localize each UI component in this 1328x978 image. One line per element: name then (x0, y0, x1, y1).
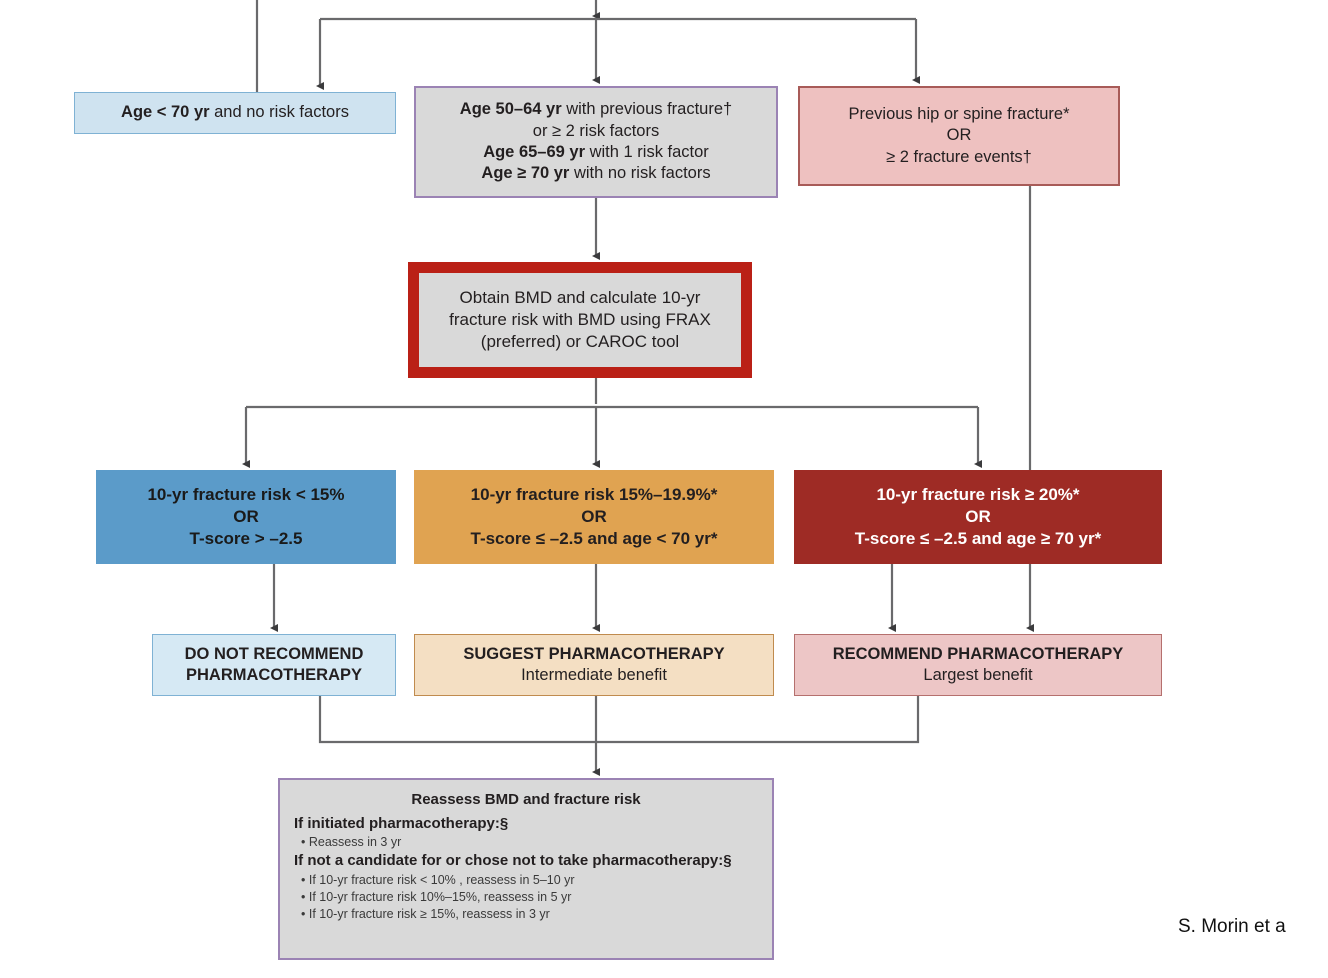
node-age-criteria-line-1: Age 50–64 yr with previous fracture† (459, 100, 733, 119)
citation-text: S. Morin et a (1178, 916, 1286, 937)
node-risk-intermediate-line-2: OR (581, 506, 607, 526)
node-suggest-pharmacotherapy[interactable]: SUGGEST PHARMACOTHERAPY Intermediate ben… (414, 634, 774, 696)
node-age-under-70[interactable]: Age < 70 yr and no risk factors (74, 92, 396, 134)
node-previous-fracture[interactable]: Previous hip or spine fracture* OR ≥ 2 f… (798, 86, 1120, 186)
node-risk-high-line-1: 10-yr fracture risk ≥ 20%* (876, 484, 1080, 504)
node-reassess-title: Reassess BMD and fracture risk (411, 791, 641, 808)
node-risk-intermediate-line-3: T-score ≤ –2.5 and age < 70 yr* (470, 529, 718, 549)
node-suggest-subtitle: Intermediate benefit (521, 666, 667, 684)
node-reassess-heading-2: If not a candidate for or chose not to t… (294, 852, 732, 870)
node-reassess[interactable]: Reassess BMD and fracture risk If initia… (278, 778, 774, 960)
node-age-criteria-line-4: Age ≥ 70 yr with no risk factors (481, 164, 711, 183)
node-reassess-bullet-2-2: • If 10-yr fracture risk 10%–15%, reasse… (301, 890, 572, 904)
node-do-not-recommend-line-1: DO NOT RECOMMEND (184, 644, 364, 663)
node-risk-high[interactable]: 10-yr fracture risk ≥ 20%* OR T-score ≤ … (794, 470, 1162, 564)
node-reassess-bullet-1-1: • Reassess in 3 yr (301, 835, 402, 849)
node-risk-high-line-2: OR (965, 506, 991, 526)
node-age-criteria-line-3: Age 65–69 yr with 1 risk factor (483, 143, 709, 161)
node-age-criteria[interactable]: Age 50–64 yr with previous fracture† or … (414, 86, 778, 198)
node-risk-low-line-1: 10-yr fracture risk < 15% (147, 484, 345, 504)
node-risk-low[interactable]: 10-yr fracture risk < 15% OR T-score > –… (96, 470, 396, 564)
node-risk-intermediate-line-1: 10-yr fracture risk 15%–19.9%* (470, 484, 718, 504)
node-recommend-heading: RECOMMEND PHARMACOTHERAPY (832, 644, 1124, 663)
node-risk-high-line-3: T-score ≤ –2.5 and age ≥ 70 yr* (854, 529, 1102, 549)
node-reassess-heading-1: If initiated pharmacotherapy:§ (294, 814, 509, 832)
node-risk-intermediate[interactable]: 10-yr fracture risk 15%–19.9%* OR T-scor… (414, 470, 774, 564)
node-age-criteria-line-2: or ≥ 2 risk factors (532, 121, 660, 140)
node-do-not-recommend-pharmacotherapy[interactable]: DO NOT RECOMMEND PHARMACOTHERAPY (152, 634, 396, 696)
connector-recs-merge (318, 696, 920, 744)
node-reassess-bullet-2-3: • If 10-yr fracture risk ≥ 15%, reassess… (301, 907, 550, 922)
node-reassess-bullet-2-1: • If 10-yr fracture risk < 10% , reasses… (301, 872, 575, 887)
node-previous-fracture-line-3: ≥ 2 fracture events† (886, 147, 1032, 166)
node-previous-fracture-line-1: Previous hip or spine fracture* (848, 104, 1070, 123)
node-do-not-recommend-line-2: PHARMACOTHERAPY (185, 666, 362, 684)
node-suggest-heading: SUGGEST PHARMACOTHERAPY (463, 644, 725, 663)
node-previous-fracture-line-2: OR (946, 126, 972, 145)
node-recommend-subtitle: Largest benefit (923, 666, 1033, 684)
node-risk-low-line-3: T-score > –2.5 (189, 529, 303, 549)
node-obtain-bmd-line-3: (preferred) or CAROC tool (480, 332, 680, 352)
node-obtain-bmd-line-2: fracture risk with BMD using FRAX (449, 309, 711, 329)
node-age-under-70-line: Age < 70 yr and no risk factors (121, 103, 349, 122)
node-recommend-pharmacotherapy[interactable]: RECOMMEND PHARMACOTHERAPY Largest benefi… (794, 634, 1162, 696)
node-obtain-bmd-line-1: Obtain BMD and calculate 10-yr (459, 287, 701, 307)
node-risk-low-line-2: OR (233, 506, 259, 526)
node-obtain-bmd[interactable]: Obtain BMD and calculate 10-yr fracture … (408, 262, 752, 378)
